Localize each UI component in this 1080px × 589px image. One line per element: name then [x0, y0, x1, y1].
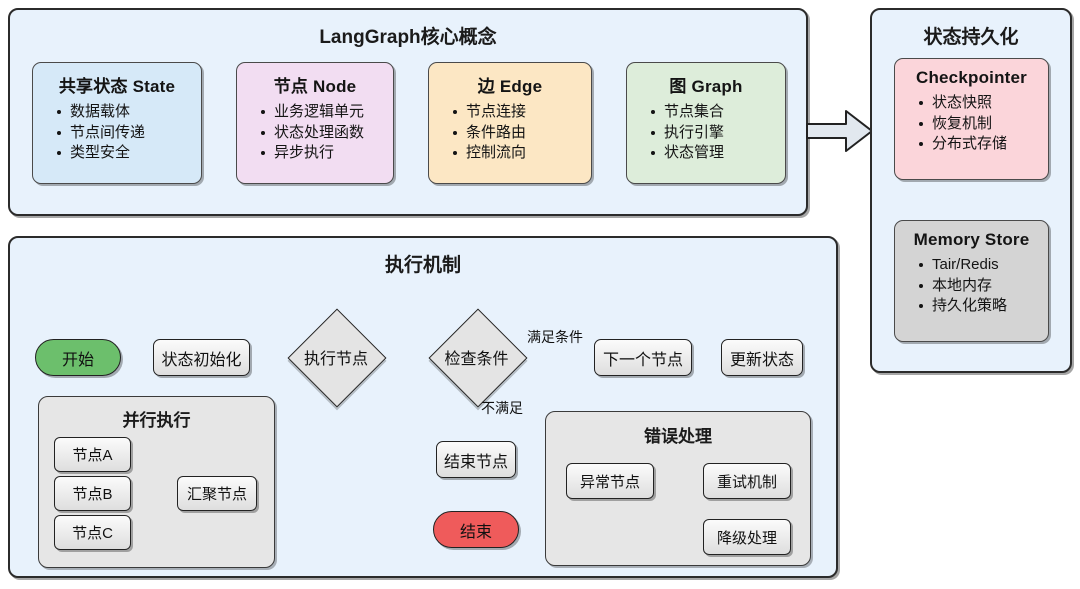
flow-node-label: 状态初始化: [161, 351, 242, 369]
card-memory-store[interactable]: Memory Store Tair/Redis 本地内存 持久化策略: [894, 220, 1049, 342]
flow-node-label: 异常节点: [579, 473, 640, 491]
flow-node-next-node[interactable]: 下一个节点: [594, 339, 692, 376]
edge-label-satisfied: 满足条件: [527, 329, 583, 345]
error-node-retry[interactable]: 重试机制: [703, 463, 791, 499]
flow-node-update-state[interactable]: 更新状态: [721, 339, 803, 376]
card-item: 条件路由: [453, 123, 581, 143]
card-node[interactable]: 节点 Node 业务逻辑单元 状态处理函数 异步执行: [236, 62, 394, 184]
card-item: 异步执行: [261, 143, 383, 163]
card-item: 分布式存储: [919, 134, 1038, 154]
card-items: 节点集合 执行引擎 状态管理: [637, 102, 775, 163]
core-concepts-title: LangGraph核心概念: [319, 27, 497, 48]
card-graph[interactable]: 图 Graph 节点集合 执行引擎 状态管理: [626, 62, 786, 184]
flow-node-label: 汇聚节点: [186, 486, 247, 503]
card-items: 业务逻辑单元 状态处理函数 异步执行: [247, 102, 383, 163]
card-item: 状态处理函数: [261, 123, 383, 143]
flow-node-label: 节点A: [72, 447, 113, 464]
flow-node-label: 降级处理: [716, 529, 777, 547]
card-item: 执行引擎: [651, 123, 775, 143]
card-title: 边 Edge: [477, 77, 543, 96]
flow-node-end-node[interactable]: 结束节点: [436, 441, 516, 478]
card-item: 节点连接: [453, 102, 581, 122]
flow-decision-check-condition[interactable]: 检查条件: [421, 308, 532, 408]
card-title: Checkpointer: [915, 68, 1028, 87]
card-item: 状态快照: [919, 93, 1038, 113]
flow-decision-exec-node[interactable]: 执行节点: [281, 308, 391, 408]
flow-node-label: 结束节点: [443, 453, 508, 471]
card-item: 节点集合: [651, 102, 775, 122]
card-item: 恢复机制: [919, 114, 1038, 134]
parallel-execution-title: 并行执行: [122, 411, 191, 430]
card-item: 类型安全: [57, 143, 191, 163]
flow-node-label: 结束: [459, 523, 492, 541]
flow-node-label: 重试机制: [716, 473, 777, 491]
card-title: 共享状态 State: [58, 77, 176, 96]
parallel-branch-b[interactable]: 节点B: [54, 476, 131, 511]
card-items: 状态快照 恢复机制 分布式存储: [905, 93, 1038, 154]
card-shared-state[interactable]: 共享状态 State 数据载体 节点间传递 类型安全: [32, 62, 202, 184]
card-items: 数据载体 节点间传递 类型安全: [43, 102, 191, 163]
card-item: 业务逻辑单元: [261, 102, 383, 122]
edge-label-unsatisfied: 不满足: [481, 400, 523, 416]
card-item: Tair/Redis: [919, 255, 1038, 275]
flow-node-label: 检查条件: [444, 351, 509, 368]
card-item: 控制流向: [453, 143, 581, 163]
error-node-degrade[interactable]: 降级处理: [703, 519, 791, 555]
card-item: 数据载体: [57, 102, 191, 122]
card-edge[interactable]: 边 Edge 节点连接 条件路由 控制流向: [428, 62, 592, 184]
card-items: 节点连接 条件路由 控制流向: [439, 102, 581, 163]
card-title: 图 Graph: [669, 77, 743, 96]
flow-node-label: 节点C: [72, 525, 113, 542]
card-item: 本地内存: [919, 276, 1038, 296]
error-handling-title: 错误处理: [644, 427, 712, 446]
flow-block-arrow-icon: [806, 108, 874, 154]
persistence-title: 状态持久化: [923, 27, 1019, 48]
parallel-branch-a[interactable]: 节点A: [54, 437, 131, 472]
flow-node-label: 更新状态: [729, 351, 794, 369]
flow-node-init-state[interactable]: 状态初始化: [153, 339, 250, 376]
card-item: 持久化策略: [919, 296, 1038, 316]
flow-node-label: 执行节点: [303, 351, 368, 368]
flow-node-end[interactable]: 结束: [433, 511, 519, 548]
execution-title: 执行机制: [384, 255, 461, 276]
flow-node-label: 开始: [61, 351, 94, 369]
parallel-join-node[interactable]: 汇聚节点: [177, 476, 257, 511]
card-title: 节点 Node: [273, 77, 357, 96]
parallel-branch-c[interactable]: 节点C: [54, 515, 131, 550]
card-item: 状态管理: [651, 143, 775, 163]
card-items: Tair/Redis 本地内存 持久化策略: [905, 255, 1038, 316]
card-item: 节点间传递: [57, 123, 191, 143]
flow-node-start[interactable]: 开始: [35, 339, 121, 376]
flow-node-label: 下一个节点: [602, 351, 683, 369]
card-checkpointer[interactable]: Checkpointer 状态快照 恢复机制 分布式存储: [894, 58, 1049, 180]
flow-node-label: 节点B: [72, 486, 113, 503]
card-title: Memory Store: [913, 230, 1030, 249]
error-node-exception[interactable]: 异常节点: [566, 463, 654, 499]
